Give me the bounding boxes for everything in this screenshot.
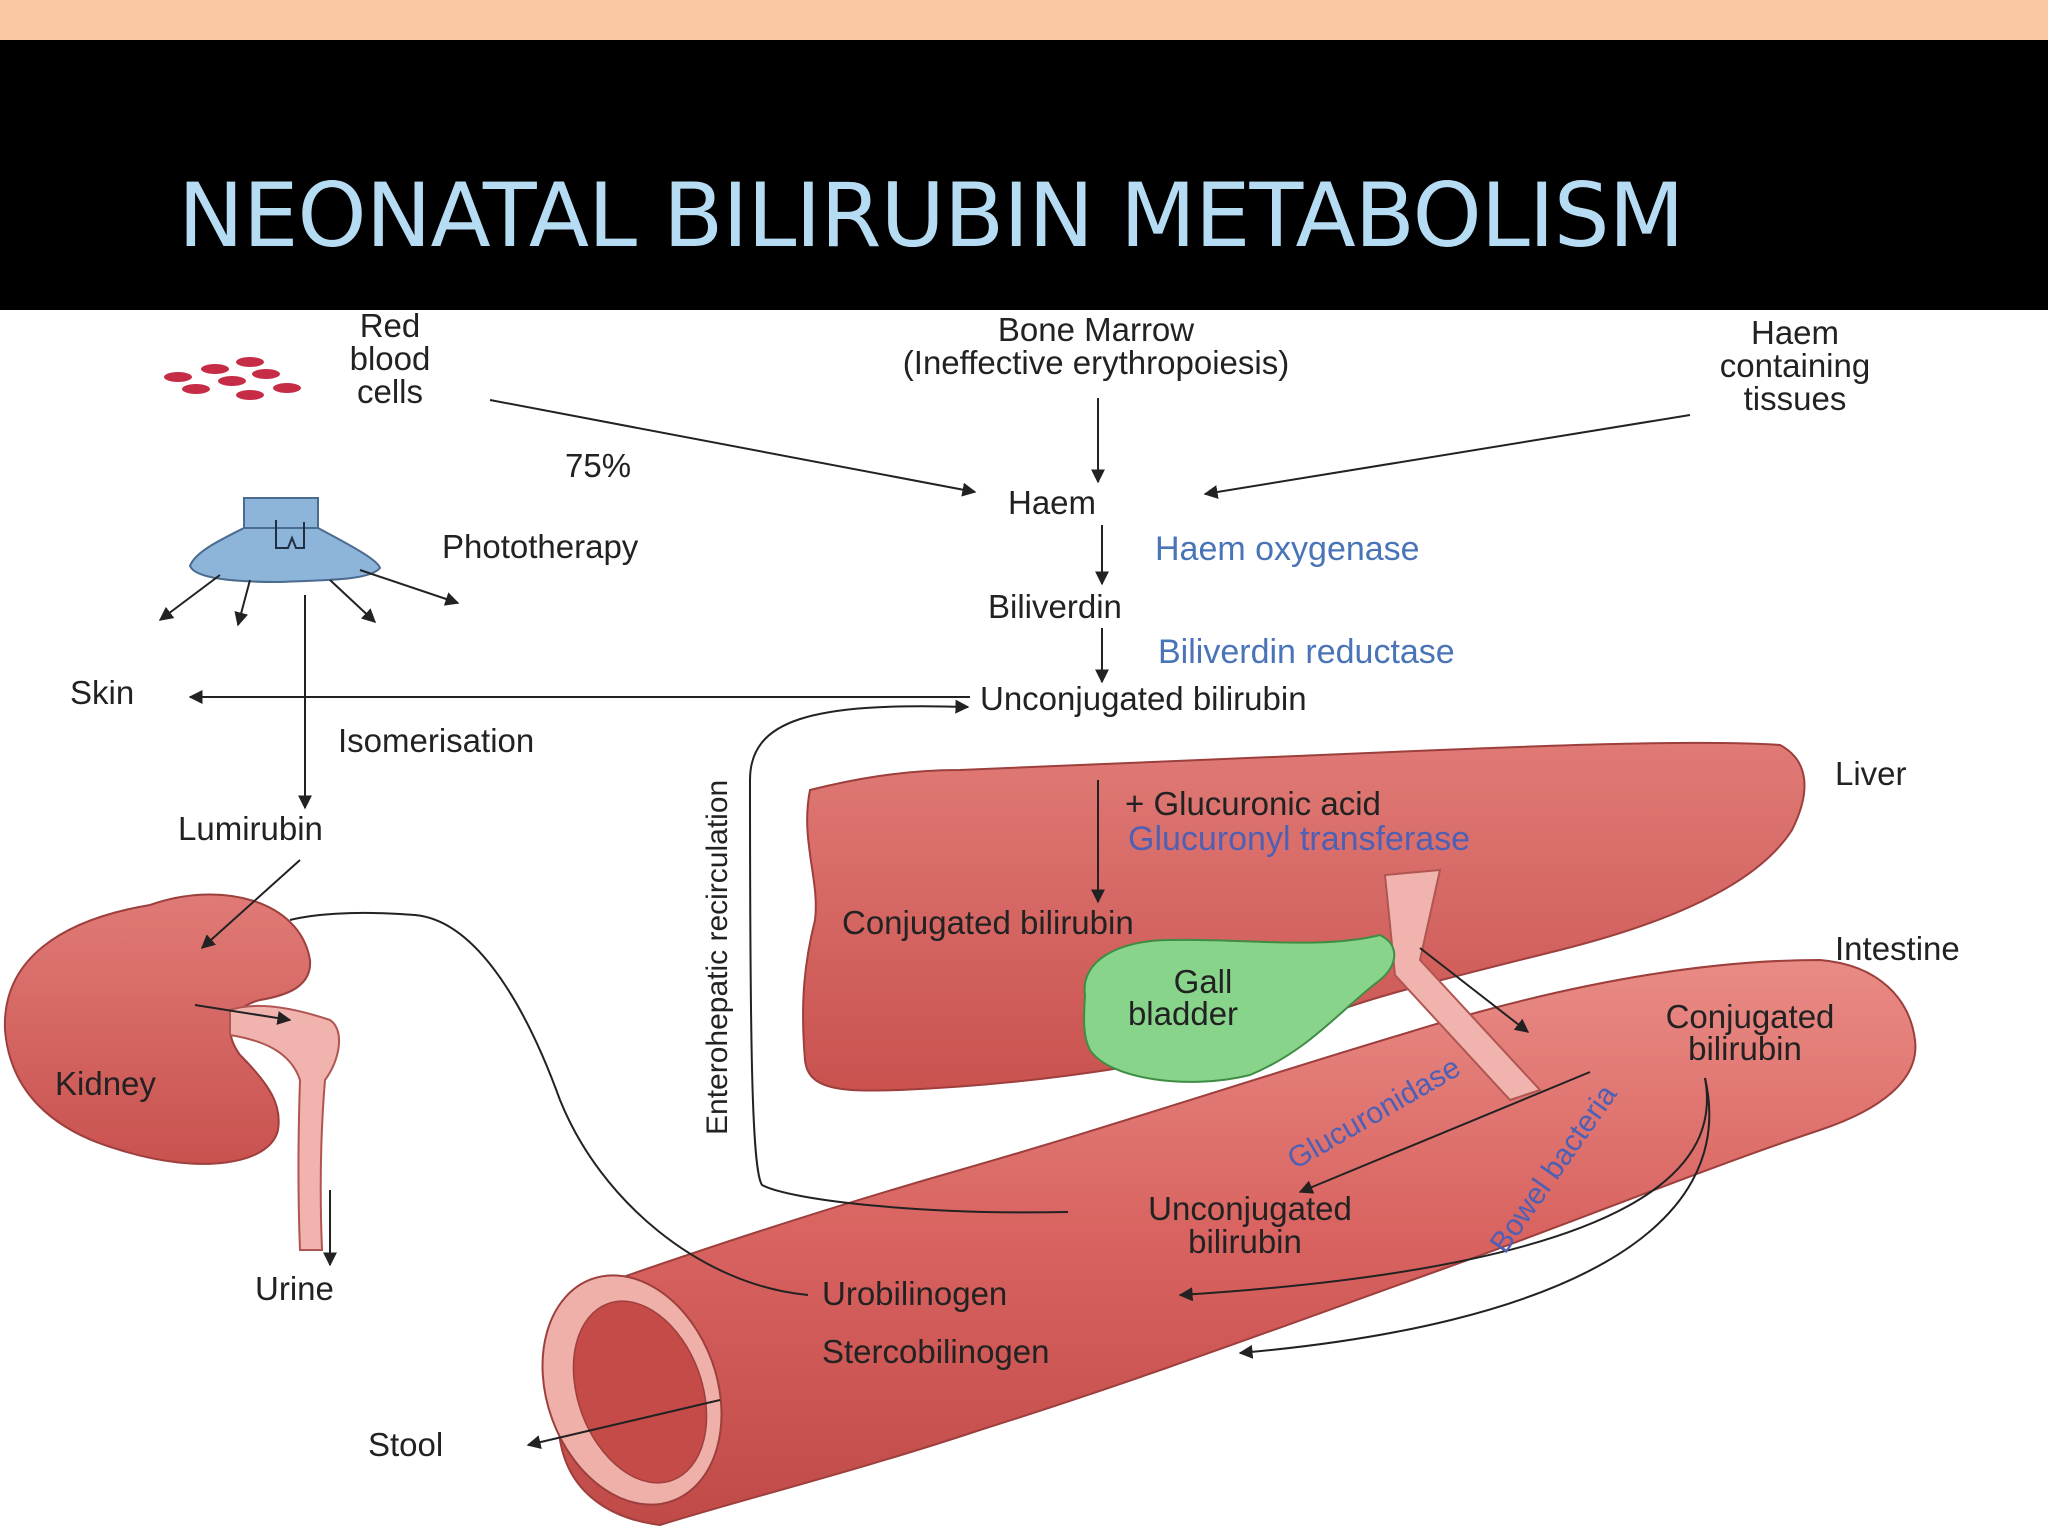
arrow-bowel-to-urobilinogen	[1178, 1077, 1708, 1302]
phototherapy-label: Phototherapy	[442, 528, 639, 565]
slide-title: NEONATAL BILIRUBIN METABOLISM	[178, 164, 1684, 267]
rbc-label-line-3: cells	[357, 373, 423, 410]
stercobilinogen-label: Stercobilinogen	[822, 1333, 1050, 1370]
arrow-kidney-to-ureter	[194, 1004, 292, 1025]
ureter	[229, 1004, 341, 1251]
ineffective-erythropoiesis-label: (Ineffective erythropoiesis)	[903, 344, 1289, 381]
intestine-opening	[572, 1300, 708, 1484]
bone-marrow-label: Bone Marrow	[998, 311, 1194, 348]
arrow-rbc-to-haem	[489, 399, 977, 497]
arrow-conjugated-to-unconjugated	[1298, 1071, 1591, 1194]
haem-tissues-label-line-3: tissues	[1744, 380, 1847, 417]
conjugated-bilirubin-intestine-line-1: Conjugated	[1666, 998, 1835, 1035]
conjugated-bilirubin-intestine-line-2: bilirubin	[1688, 1030, 1802, 1067]
phototherapy-lamp-icon	[188, 497, 382, 584]
biliverdin-reductase-label: Biliverdin reductase	[1158, 633, 1455, 671]
red-blood-cells-icon	[164, 357, 301, 400]
urobilinogen-label: Urobilinogen	[822, 1275, 1007, 1312]
bile-duct	[1383, 868, 1542, 1102]
biliverdin-label: Biliverdin	[988, 588, 1122, 625]
unconjugated-bilirubin-intestine-line-1: Unconjugated	[1148, 1190, 1352, 1227]
arrow-enterohepatic-recirculation	[748, 699, 1069, 1214]
bilirubin-metabolism-diagram: Red blood cells Bone Marrow (Ineffective…	[3, 310, 1960, 1527]
gall-bladder-label-line-2: bladder	[1128, 995, 1238, 1032]
lumirubin-label: Lumirubin	[178, 810, 323, 847]
arrow-urobilinogen-to-kidney	[289, 911, 809, 1296]
haem-tissues-label-line-2: containing	[1720, 347, 1870, 384]
intestine-shape	[558, 958, 1917, 1527]
conjugated-bilirubin-liver-label: Conjugated bilirubin	[842, 904, 1134, 941]
gall-bladder-label-line-1: Gall	[1174, 963, 1233, 1000]
enterohepatic-recirculation-label: Enterohepatic recirculation	[701, 780, 734, 1135]
gall-bladder-shape	[1083, 933, 1396, 1083]
unconjugated-bilirubin-intestine-line-2: bilirubin	[1188, 1223, 1302, 1260]
rbc-label-line-1: Red	[360, 310, 421, 344]
top-accent-band	[0, 0, 2048, 40]
arrow-bowel-to-stercobilinogen	[1238, 1077, 1711, 1359]
intestine-label: Intestine	[1835, 930, 1960, 967]
arrow-tissues-to-haem	[1203, 414, 1691, 499]
arrow-intestine-to-stool	[526, 1399, 721, 1449]
isomerisation-label: Isomerisation	[338, 722, 534, 759]
liver-shape	[802, 741, 1806, 1092]
rbc-label-line-2: blood	[350, 340, 431, 377]
kidney-label: Kidney	[55, 1065, 156, 1102]
haem-label: Haem	[1008, 484, 1096, 521]
title-band	[0, 40, 2048, 310]
haem-oxygenase-label: Haem oxygenase	[1155, 530, 1420, 568]
kidney-shape	[3, 893, 312, 1165]
urine-label: Urine	[255, 1270, 334, 1307]
haem-tissues-label-line-1: Haem	[1751, 314, 1839, 351]
light-ray-arrows	[158, 569, 460, 627]
glucuronyl-transferase-label: Glucuronyl transferase	[1128, 820, 1470, 858]
liver-label: Liver	[1835, 755, 1907, 792]
skin-label: Skin	[70, 674, 134, 711]
arrow-lumirubin-to-kidney	[200, 859, 301, 949]
unconjugated-bilirubin-label: Unconjugated bilirubin	[980, 680, 1307, 717]
percent-label: 75%	[565, 447, 631, 484]
glucuronic-acid-label: + Glucuronic acid	[1125, 785, 1381, 822]
stool-label: Stool	[368, 1426, 443, 1463]
arrow-duct-to-conjugated	[1419, 947, 1530, 1033]
